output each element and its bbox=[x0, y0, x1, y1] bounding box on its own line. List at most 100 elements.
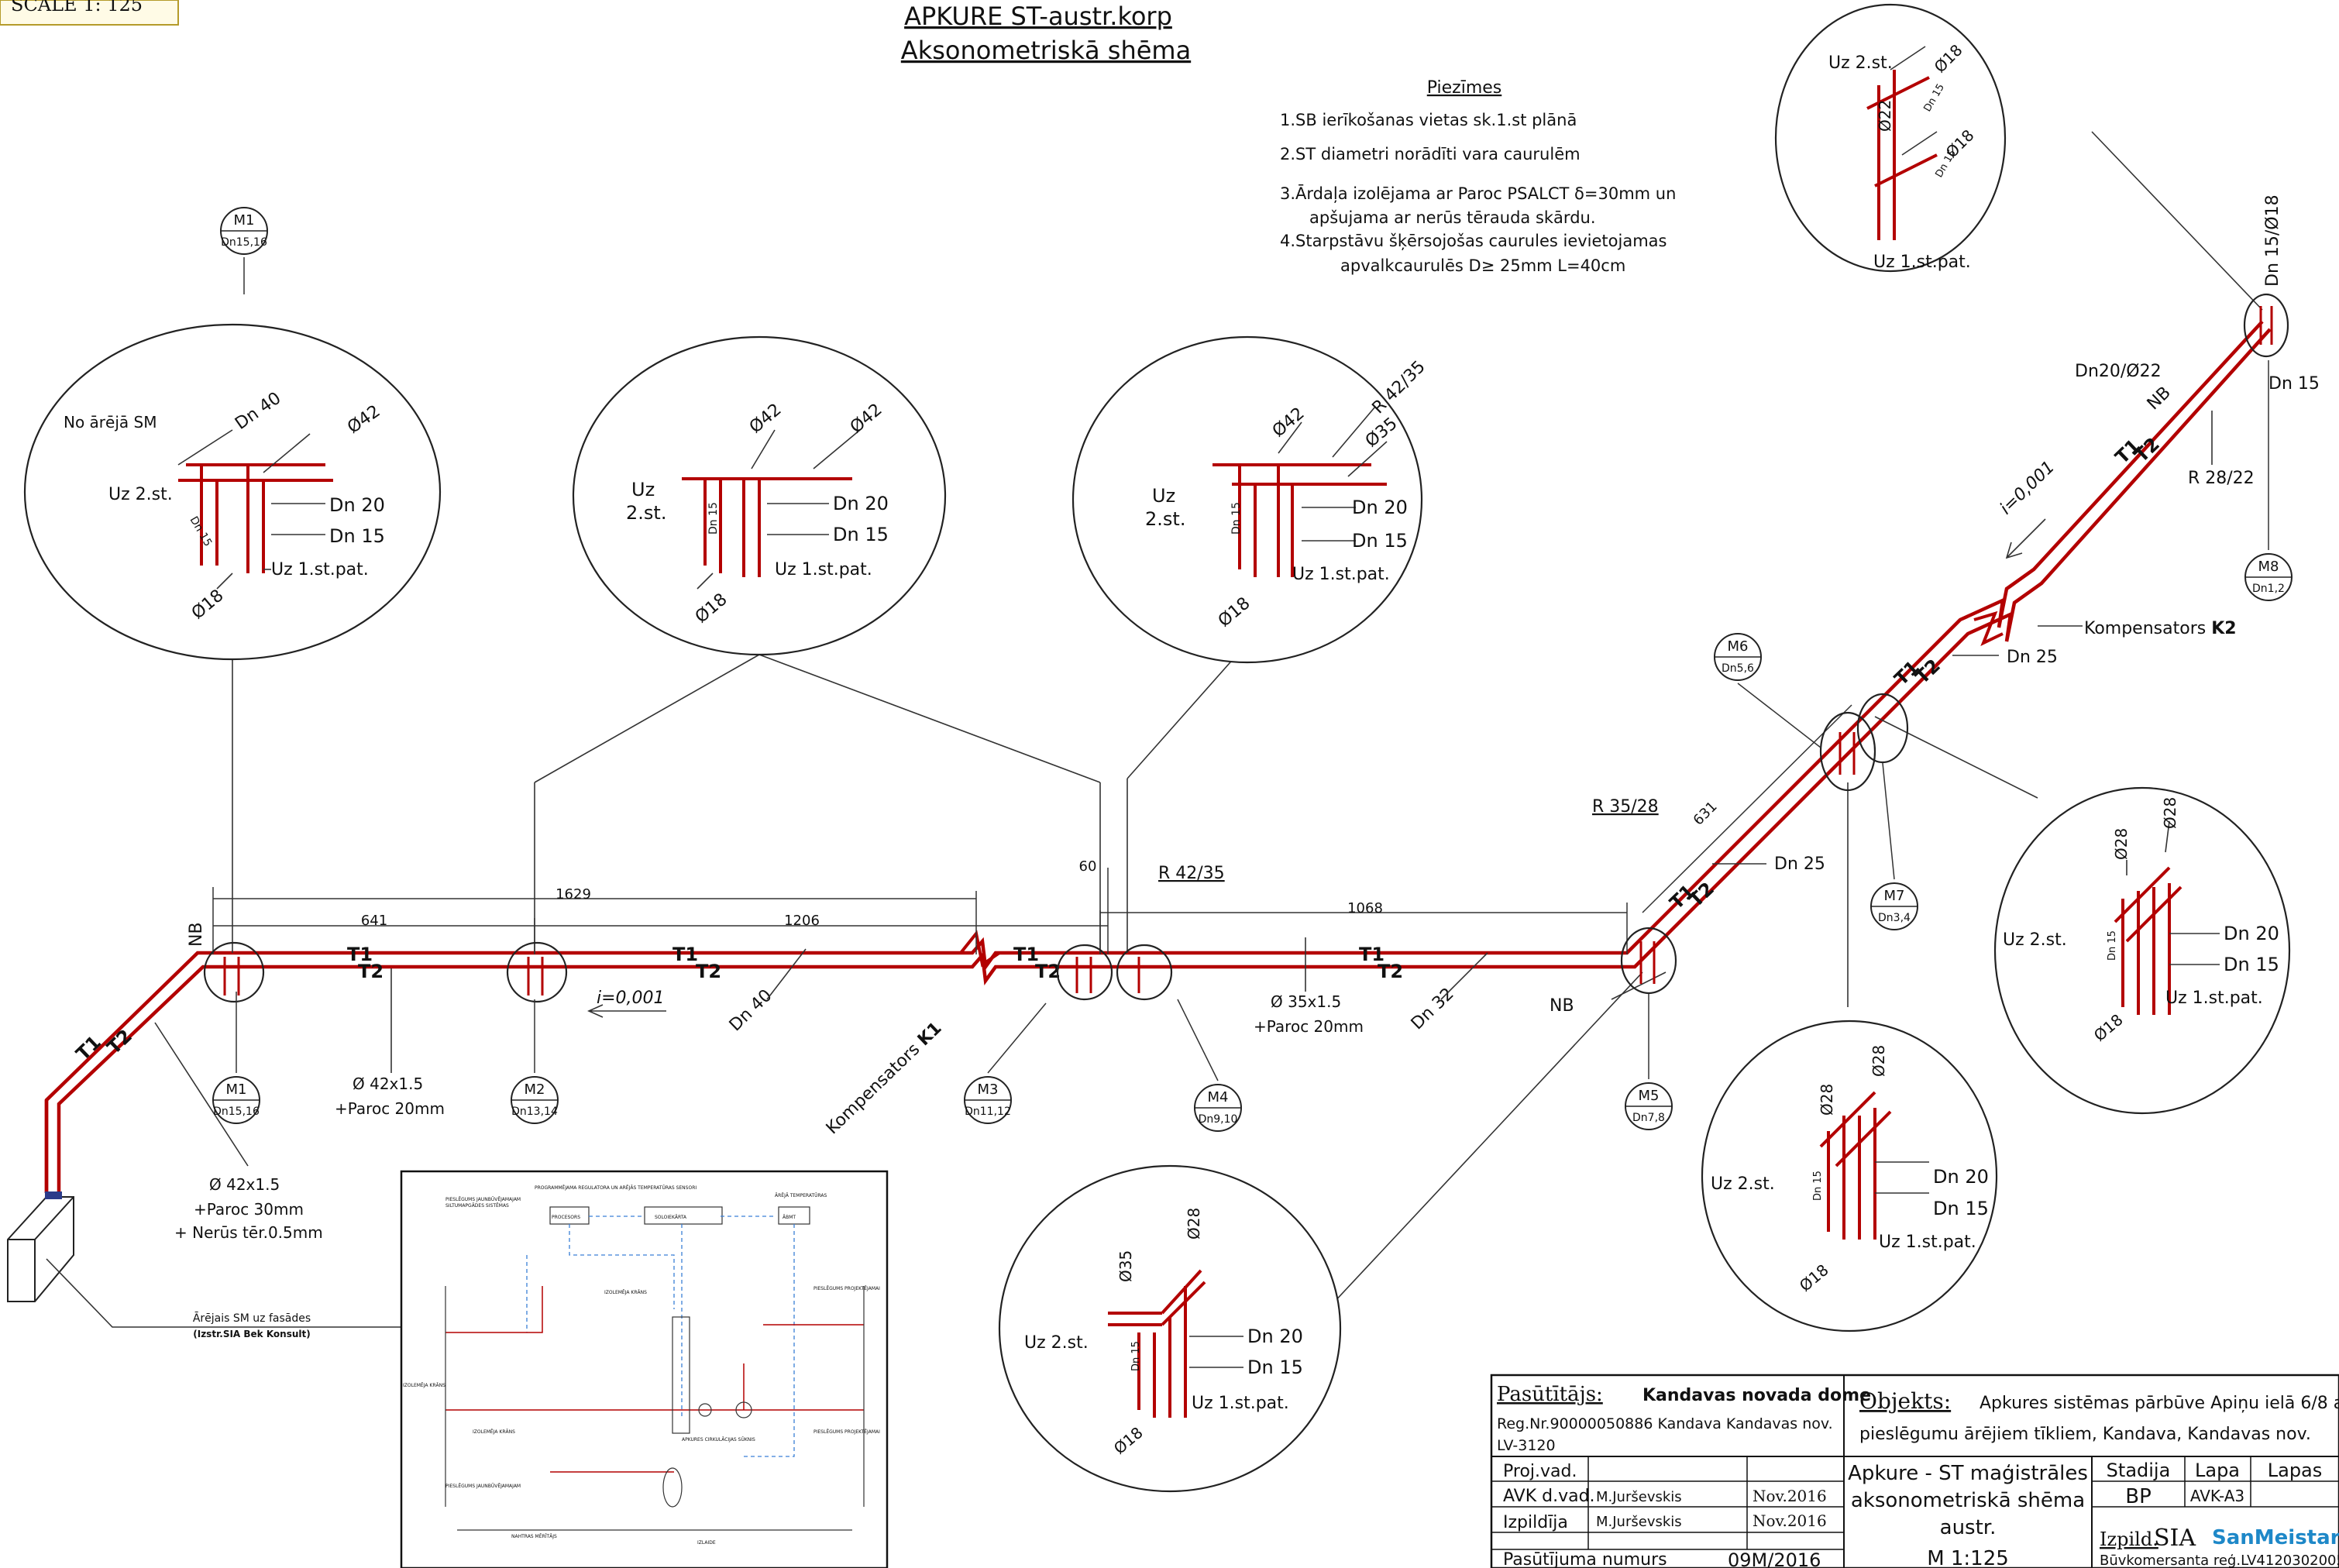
d7-uz1: Uz 1.st.pat. bbox=[1192, 1394, 1289, 1413]
d3-2st: 2.st. bbox=[1145, 508, 1185, 530]
d4-uz1: Uz 1.st.pat. bbox=[1873, 253, 1971, 272]
detail-3: Ø42 R 42/35 Ø35 Uz 2.st. Dn 15 Dn 20 Dn … bbox=[1071, 335, 1429, 664]
tb-client-name: Kandavas novada dome bbox=[1642, 1386, 1871, 1405]
marker-group: M1Dn15,16M1Dn15,16M2Dn13,14M3Dn11,12M4Dn… bbox=[212, 207, 2293, 1132]
d7-d28: Ø28 bbox=[1185, 1208, 1203, 1240]
pipe3-spec-c: + Nerūs tēr.0.5mm bbox=[174, 1223, 323, 1242]
d6-uz1: Uz 1.st.pat. bbox=[1879, 1233, 1976, 1252]
dim-1629: 1629 bbox=[556, 886, 591, 903]
slope-label-2: i=0,001 bbox=[1997, 458, 2059, 519]
notes-heading: Piezīmes bbox=[1427, 78, 1502, 98]
d6-dn15s: Dn 15 bbox=[1812, 1171, 1824, 1201]
dn25-label-1: Dn 25 bbox=[1774, 854, 1825, 874]
kompensator-k2-label: Kompensators K2 bbox=[2084, 619, 2237, 638]
d3-r4235: R 42/35 bbox=[1369, 357, 1429, 418]
tb-sheet-title3: austr. bbox=[1940, 1516, 1997, 1539]
svg-text:PIESLĒGUMS PROJEKTĒJAMAI: PIESLĒGUMS PROJEKTĒJAMAI bbox=[813, 1429, 880, 1435]
d7-uz2: Uz 2.st. bbox=[1024, 1333, 1089, 1353]
d2-uz: Uz bbox=[631, 479, 655, 500]
d5-uz2: Uz 2.st. bbox=[2003, 930, 2067, 950]
d1-dn20: Dn 20 bbox=[329, 494, 385, 516]
svg-text:PROGRAMMĒJAMA REGULATORA UN AR: PROGRAMMĒJAMA REGULATORA UN ARĒJĀS TEMPE… bbox=[535, 1185, 697, 1191]
d2-uz1: Uz 1.st.pat. bbox=[775, 560, 872, 579]
svg-text:NAHTRAS MĒRĪTĀJS: NAHTRAS MĒRĪTĀJS bbox=[511, 1534, 557, 1539]
d5-d28b: Ø28 bbox=[2161, 797, 2179, 829]
scale-text: SCALE 1: 125 bbox=[11, 0, 143, 15]
tb-h-stadija: Stadija bbox=[2107, 1460, 2171, 1481]
tb-sheet-title1: Apkure - ST maģistrāles bbox=[1848, 1462, 2088, 1485]
d4-d22: Ø22 bbox=[1876, 100, 1894, 132]
tb-client-zip: LV-3120 bbox=[1497, 1437, 1556, 1454]
tb-client-label: Pasūtītājs: bbox=[1497, 1383, 1603, 1406]
tb-date1: Nov.2016 bbox=[1753, 1487, 1827, 1505]
d5-dn20: Dn 20 bbox=[2224, 923, 2279, 944]
drawing-title: APKURE ST-austr.korp bbox=[904, 2, 1172, 31]
dn32-label: Dn 32 bbox=[1408, 985, 1458, 1034]
dim-1068: 1068 bbox=[1347, 900, 1383, 916]
tb-sheet-scale: M 1:125 bbox=[1927, 1547, 2009, 1568]
tb-date2: Nov.2016 bbox=[1753, 1511, 1827, 1530]
main-pipeline bbox=[44, 320, 2272, 1197]
svg-text:IZLAIDE: IZLAIDE bbox=[697, 1540, 716, 1546]
tag-t2-8: T2 bbox=[103, 1025, 136, 1058]
d4-uz2: Uz 2.st. bbox=[1828, 53, 1893, 73]
r4235-label: R 42/35 bbox=[1158, 864, 1225, 883]
marker-id: M5 bbox=[1639, 1088, 1660, 1104]
detail-2: Ø42 Ø42 Uz 2.st. Dn 15 Dn 20 Dn 15 Uz 1.… bbox=[572, 335, 947, 656]
note-3: 3.Ārdaļa izolējama ar Paroc PSALCT δ=30m… bbox=[1280, 184, 1676, 203]
tb-client-reg: Reg.Nr.90000050886 Kandava Kandavas nov. bbox=[1497, 1415, 1833, 1432]
tag-t1-1: T1 bbox=[347, 944, 373, 965]
sm-leader bbox=[46, 1258, 403, 1328]
d2-2st: 2.st. bbox=[626, 502, 666, 524]
d3-uz: Uz bbox=[1152, 485, 1175, 507]
marker-leader bbox=[1882, 762, 1895, 880]
marker-leader bbox=[1177, 999, 1219, 1081]
substation-schematic: PIESLĒGUMS JAUNBŪVĒJAMAJAM SILTUMAPGĀDES… bbox=[400, 1170, 889, 1568]
svg-text:SOLOIEKĀRTA: SOLOIEKĀRTA bbox=[655, 1215, 687, 1220]
marker-sub: Dn15,16 bbox=[221, 236, 267, 249]
r2822-label: R 28/22 bbox=[2188, 469, 2255, 488]
svg-text:IZOLEMĒJA KRĀNS: IZOLEMĒJA KRĀNS bbox=[473, 1429, 515, 1435]
d3-uz1: Uz 1.st.pat. bbox=[1292, 565, 1390, 584]
detail-6: Ø28 Ø28 Uz 2.st. Dn 15 Dn 20 Dn 15 Uz 1.… bbox=[1701, 1020, 1998, 1332]
d6-d28b: Ø28 bbox=[1869, 1045, 1888, 1077]
tb-order-no: 09M/2016 bbox=[1728, 1549, 1821, 1568]
tb-sheet-title2: aksonometriskā shēma bbox=[1851, 1489, 2085, 1512]
d7-dn20: Dn 20 bbox=[1247, 1326, 1303, 1347]
title-block: Pasūtītājs: Kandavas novada dome Reg.Nr.… bbox=[1490, 1374, 2339, 1568]
note-1: 1.SB ierīkošanas vietas sk.1.st plānā bbox=[1280, 111, 1577, 129]
d3-dn15s: Dn 15 bbox=[1230, 502, 1243, 535]
d7-dn15: Dn 15 bbox=[1247, 1357, 1303, 1378]
svg-text:IZOLEMĒJA KRĀNS: IZOLEMĒJA KRĀNS bbox=[604, 1290, 647, 1295]
svg-text:SILTUMAPGĀDES SISTĒMAS: SILTUMAPGĀDES SISTĒMAS bbox=[445, 1203, 509, 1209]
note-2: 2.ST diametri norādīti vara caurulēm bbox=[1280, 145, 1581, 163]
dim-1206: 1206 bbox=[784, 913, 820, 929]
marker-id: M3 bbox=[978, 1081, 999, 1098]
dim-60: 60 bbox=[1079, 858, 1097, 875]
tb-h-lapa: Lapa bbox=[2195, 1460, 2240, 1481]
marker-id: M1 bbox=[226, 1081, 247, 1098]
marker-id: M2 bbox=[525, 1081, 545, 1098]
tag-t1-2: T1 bbox=[672, 944, 698, 965]
kompensator-k1-shape bbox=[959, 930, 1001, 968]
kompensator-k2-shape bbox=[1973, 610, 2004, 647]
detail-7: Ø35 Ø28 Uz 2.st. Dn 15 Dn 20 Dn 15 Uz 1.… bbox=[998, 1164, 1342, 1493]
marker-id: M4 bbox=[1208, 1089, 1229, 1106]
tb-izpildija: Izpildīja bbox=[1503, 1513, 1568, 1532]
tb-firm-sia: SIA bbox=[2154, 1525, 2196, 1552]
d5-dn15: Dn 15 bbox=[2224, 954, 2279, 975]
firm-logo-text: SanMeistars bbox=[2212, 1526, 2339, 1549]
tb-object-label: Objekts: bbox=[1859, 1388, 1951, 1414]
d1-dn15: Dn 15 bbox=[329, 525, 385, 547]
dim-631: 631 bbox=[1691, 799, 1721, 829]
d6-d28a: Ø28 bbox=[1818, 1084, 1836, 1116]
svg-text:PIESLĒGUMS PROJEKTĒJAMAI: PIESLĒGUMS PROJEKTĒJAMAI bbox=[813, 1286, 880, 1291]
slope-arrow-1 bbox=[587, 1004, 666, 1018]
marker-id: M8 bbox=[2258, 559, 2279, 575]
tag-t2-2: T2 bbox=[696, 961, 721, 982]
kompensator-k1-label: Kompensators K1 bbox=[823, 1019, 946, 1139]
